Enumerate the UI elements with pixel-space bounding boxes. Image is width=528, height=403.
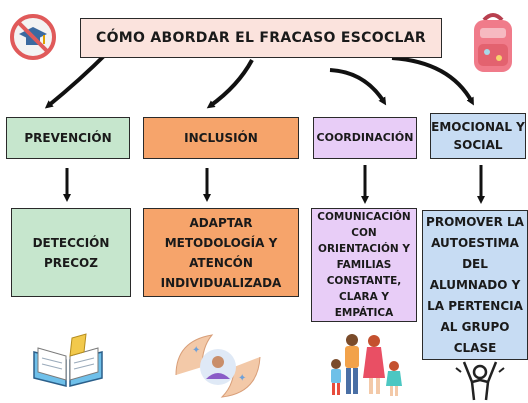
school-backpack-icon — [474, 13, 512, 72]
family-icon — [331, 334, 402, 396]
body-deteccion-precoz: DETECCIÓN PRECOZ — [11, 208, 131, 297]
body-comunicacion: COMUNICACIÓN CON ORIENTACIÓN Y FAMILIAS … — [311, 208, 417, 322]
header-prevencion: PREVENCIÓN — [6, 117, 130, 159]
header-inclusion: INCLUSIÓN — [143, 117, 299, 159]
open-book-icon — [33, 333, 103, 387]
header-coordinacion: COORDINACIÓN — [313, 117, 417, 159]
arrow-title-to-emocional — [391, 56, 474, 106]
arrow-title-to-inclusion — [206, 59, 254, 109]
header-emocional-social: EMOCIONAL Y SOCIAL — [430, 113, 526, 159]
no-graduation-cap-icon — [10, 14, 56, 60]
diagram-title: CÓMO ABORDAR EL FRACASO ESCOCLAR — [80, 18, 442, 58]
svg-text:✦: ✦ — [192, 345, 200, 356]
body-promover-autoestima: PROMOVER LA AUTOESTIMA DEL ALUMNADO Y LA… — [422, 210, 528, 360]
body-adaptar-metodologia: ADAPTAR METODOLOGÍA Y ATENCÓN INDIVIDUAL… — [143, 208, 299, 297]
arrow-title-to-coordinacion — [329, 68, 387, 106]
inclusion-hands-person-icon: ✦ ✦ — [175, 334, 261, 398]
svg-text:✦: ✦ — [238, 373, 246, 384]
celebrating-person-icon — [455, 361, 505, 401]
